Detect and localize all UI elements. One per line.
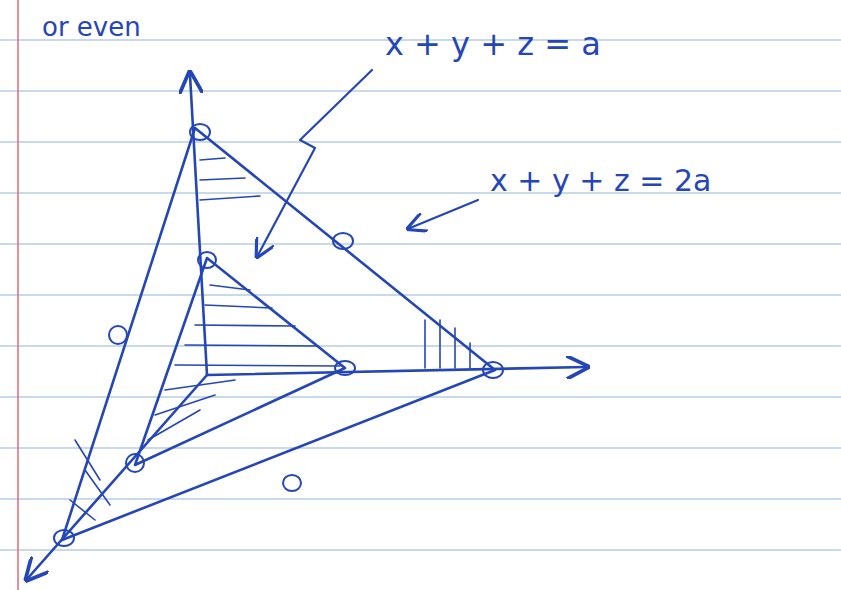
handwritten-label: x + y + z = 2a <box>490 166 711 196</box>
x-axis <box>207 367 585 375</box>
outer-plane <box>62 128 495 540</box>
inner-plane-hatching <box>148 285 340 440</box>
z-axis <box>190 75 207 375</box>
handwritten-label: x + y + z = a <box>385 28 601 60</box>
ruled-lines <box>0 40 841 550</box>
marked-points <box>54 124 503 546</box>
handwritten-label: or even <box>42 14 141 40</box>
margin-line <box>17 0 19 590</box>
y-axis <box>28 375 207 578</box>
leader-arrow <box>258 70 372 255</box>
leader-arrow <box>410 200 478 228</box>
outer-plane-hatching <box>70 158 470 520</box>
inner-plane <box>135 258 345 465</box>
